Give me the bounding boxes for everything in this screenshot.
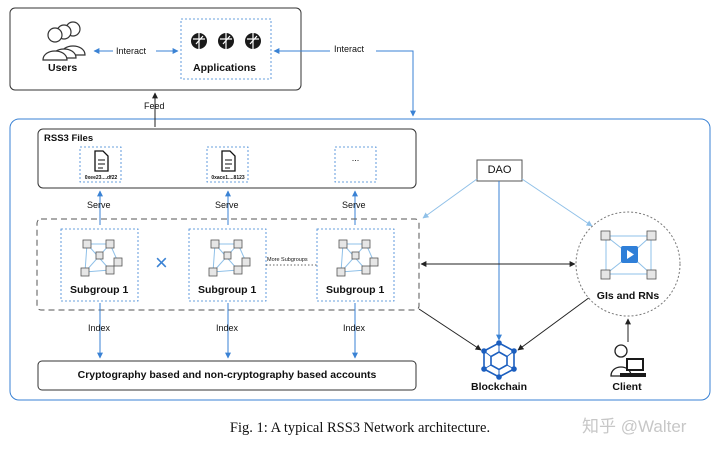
client-label: Client: [612, 381, 642, 393]
applications-label: Applications: [193, 62, 257, 74]
rss3-file-box: [334, 146, 377, 183]
rss3-file-box: [79, 146, 122, 183]
accounts-box: [37, 360, 417, 391]
serve-label: Serve: [215, 200, 239, 210]
file-name: ...: [351, 153, 360, 163]
blockchain-label: Blockchain: [470, 381, 528, 393]
app-icon: [245, 33, 261, 49]
node-cluster-icon: [336, 239, 379, 277]
subgroup-label: Subgroup 1: [198, 284, 257, 296]
subgroups-frame: [36, 218, 420, 311]
arrow-gis-blockchain: [517, 296, 591, 351]
index-label: Index: [343, 323, 366, 333]
cross-symbol: ×: [155, 250, 168, 275]
client-icon: [610, 344, 646, 377]
blockchain-icon: [481, 340, 517, 380]
node-cluster-icon: [600, 230, 657, 280]
interact-label: Interact: [116, 46, 147, 56]
subgroup-box: [188, 228, 267, 302]
users-label: Users: [48, 62, 78, 74]
subgroup-box: [316, 228, 395, 302]
interact-label: Interact: [334, 44, 365, 54]
serve-label: Serve: [342, 200, 366, 210]
feed-label: Feed: [144, 101, 165, 111]
serve-label: Serve: [87, 200, 111, 210]
dao-label: DAO: [487, 164, 512, 176]
app-icon: [218, 33, 234, 49]
index-label: Index: [88, 323, 111, 333]
node-cluster-icon: [80, 239, 123, 277]
network-frame: [9, 118, 711, 401]
rss3-file-box: [206, 146, 249, 183]
accounts-label: Cryptography based and non-cryptography …: [77, 369, 377, 381]
document-icon: [221, 150, 236, 172]
document-icon: [94, 150, 109, 172]
users-apps-frame: [9, 7, 302, 91]
more-subgroups-label: More Subgroups: [267, 257, 308, 263]
app-icon: [191, 33, 207, 49]
subgroup-label: Subgroup 1: [326, 284, 385, 296]
subgroup-box: [60, 228, 139, 302]
file-name: 0xee23....df22: [84, 175, 118, 181]
figure-caption: Fig. 1: A typical RSS3 Network architect…: [229, 420, 491, 436]
arrow-dao-subgroups: [422, 178, 478, 219]
node-cluster-icon: [208, 239, 251, 277]
rss3-files-title: RSS3 Files: [44, 133, 94, 144]
arrow-dao-gis: [521, 178, 593, 227]
applications-box: [180, 18, 272, 80]
subgroup-label: Subgroup 1: [70, 284, 129, 296]
watermark: 知乎 @Walter: [582, 417, 687, 436]
file-name: 0xace1....8123: [211, 175, 245, 181]
gis-rns-label: GIs and RNs: [596, 290, 660, 302]
arrow-subgroups-blockchain: [418, 308, 482, 351]
users-icon: [42, 21, 86, 61]
arrow-interact-network: [376, 50, 416, 117]
index-label: Index: [216, 323, 239, 333]
